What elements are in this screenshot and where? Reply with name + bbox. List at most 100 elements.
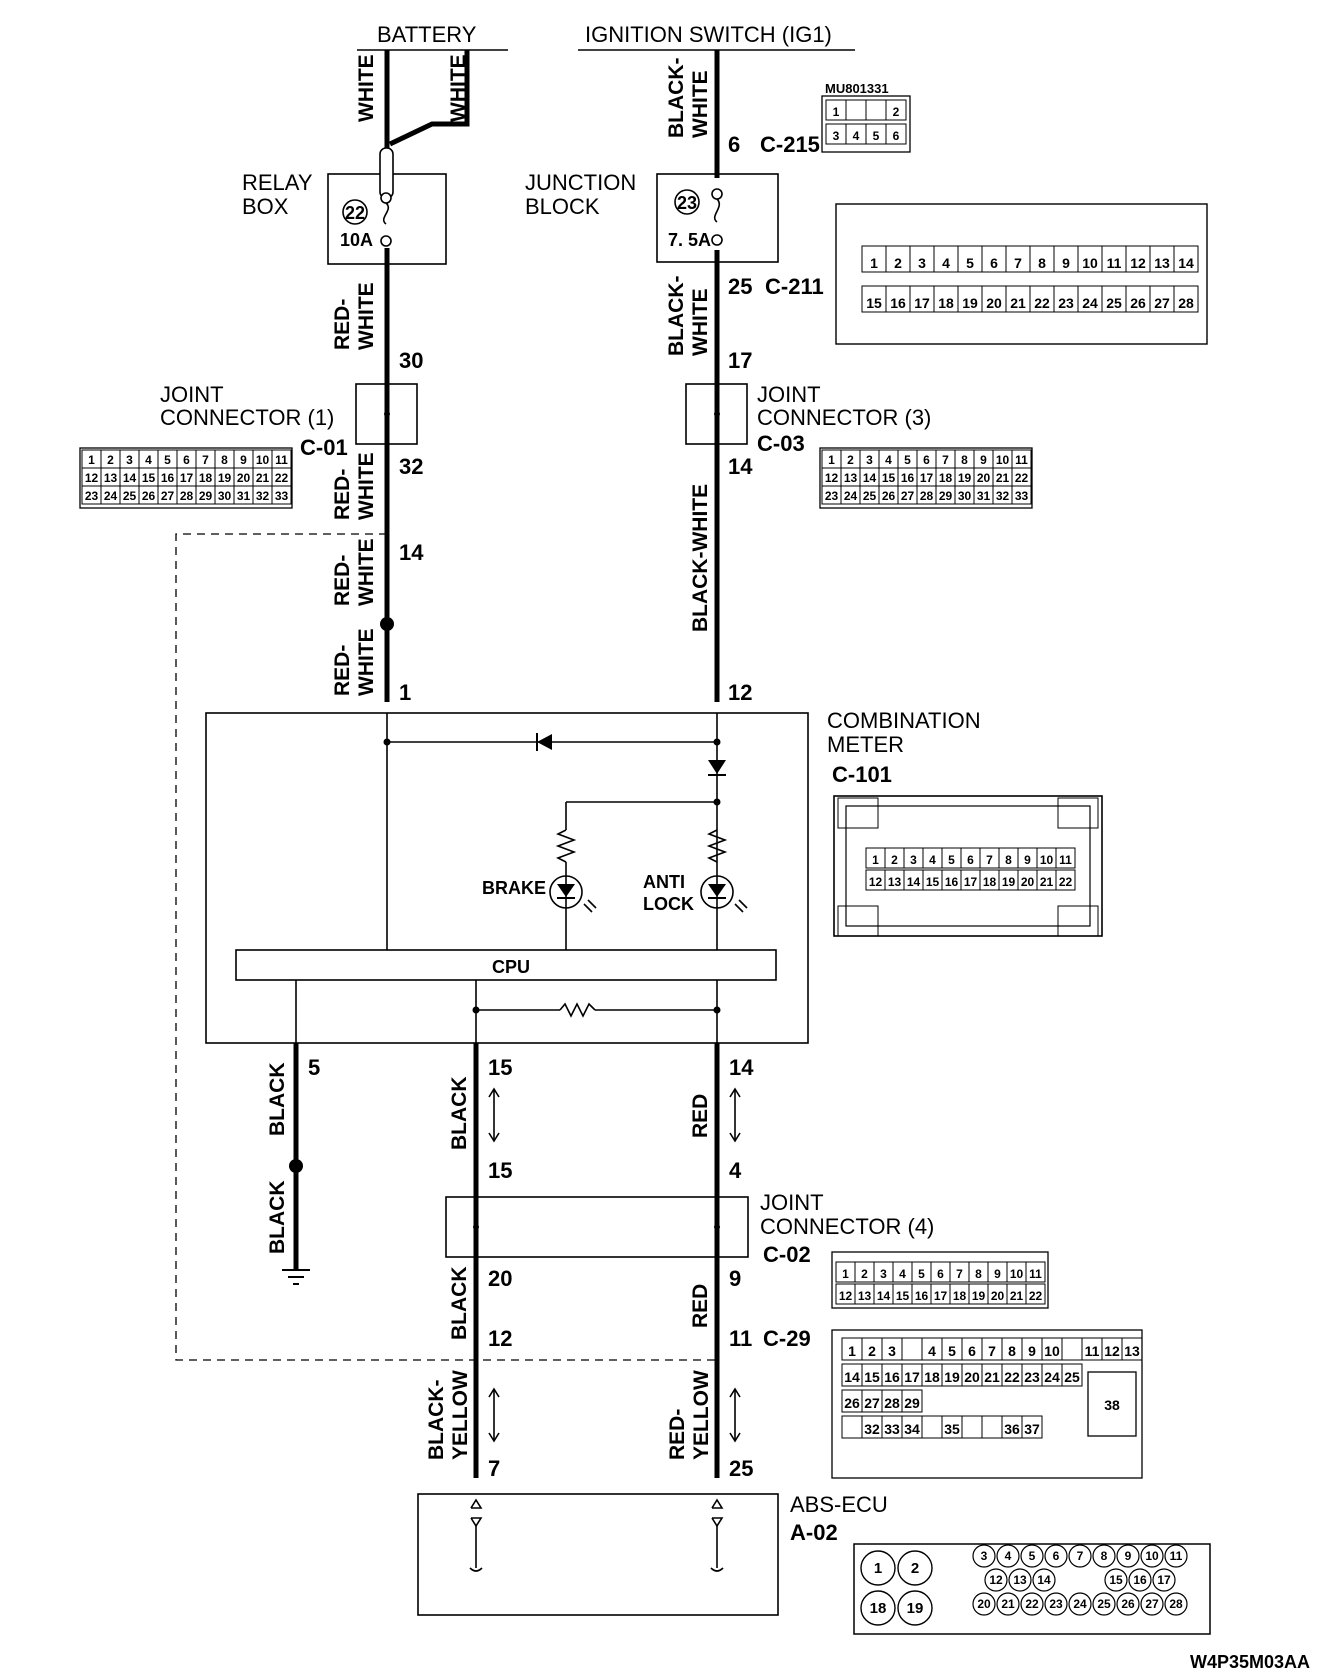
svg-text:9: 9 <box>1125 1549 1132 1563</box>
svg-text:27: 27 <box>901 489 915 503</box>
pin-jc4-4: 4 <box>729 1158 742 1183</box>
svg-text:35: 35 <box>944 1421 960 1437</box>
svg-text:3: 3 <box>880 1267 887 1281</box>
jc4-label-1: JOINT <box>760 1190 824 1215</box>
wire-color-white-2: WHITE <box>447 54 470 122</box>
svg-text:12: 12 <box>85 471 99 485</box>
svg-text:1: 1 <box>874 1560 882 1577</box>
svg-text:12: 12 <box>1130 255 1146 271</box>
svg-text:20: 20 <box>991 1289 1005 1303</box>
svg-text:14: 14 <box>123 471 137 485</box>
svg-text:18: 18 <box>870 1600 887 1617</box>
svg-text:5: 5 <box>948 853 955 867</box>
svg-text:19: 19 <box>907 1600 924 1617</box>
pin-c215-6: 6 <box>728 132 740 157</box>
svg-text:7: 7 <box>202 453 209 467</box>
svg-text:14: 14 <box>863 471 877 485</box>
svg-text:4: 4 <box>853 129 860 143</box>
diagram-code: W4P35M03AA <box>1190 1652 1310 1672</box>
svg-text:2: 2 <box>868 1343 876 1359</box>
svg-text:21: 21 <box>1001 1597 1015 1611</box>
svg-text:1: 1 <box>842 1267 849 1281</box>
svg-text:28: 28 <box>180 489 194 503</box>
pin-meter-15: 15 <box>488 1055 512 1080</box>
svg-text:30: 30 <box>218 489 232 503</box>
wire-color-red-yellow-a: RED- <box>666 1409 689 1460</box>
junction-fuse-rating: 7. 5A <box>668 230 711 250</box>
joint-connector-3-box <box>685 383 748 445</box>
joint-connector-4-box <box>445 1196 749 1258</box>
svg-text:32: 32 <box>864 1421 880 1437</box>
svg-text:11: 11 <box>1085 1343 1100 1359</box>
svg-text:15: 15 <box>926 875 940 889</box>
wire-color-red-white-1b: WHITE <box>355 282 378 350</box>
svg-text:4: 4 <box>145 453 152 467</box>
svg-text:23: 23 <box>1058 295 1074 311</box>
svg-text:14: 14 <box>1037 1573 1051 1587</box>
c215-code: C-215 <box>760 132 820 157</box>
svg-text:9: 9 <box>240 453 247 467</box>
svg-text:16: 16 <box>945 875 959 889</box>
svg-text:33: 33 <box>275 489 289 503</box>
svg-text:26: 26 <box>142 489 156 503</box>
svg-text:8: 8 <box>975 1267 982 1281</box>
svg-text:13: 13 <box>1124 1343 1140 1359</box>
svg-text:18: 18 <box>983 875 997 889</box>
svg-text:3: 3 <box>910 853 917 867</box>
svg-text:25: 25 <box>1097 1597 1111 1611</box>
svg-text:15: 15 <box>142 471 156 485</box>
svg-text:21: 21 <box>984 1369 1000 1385</box>
svg-text:33: 33 <box>884 1421 900 1437</box>
svg-text:26: 26 <box>1121 1597 1135 1611</box>
svg-text:19: 19 <box>1002 875 1016 889</box>
svg-text:11: 11 <box>1029 1267 1042 1281</box>
svg-text:1: 1 <box>870 255 878 271</box>
svg-text:17: 17 <box>964 875 978 889</box>
jc3-label-1: JOINT <box>757 382 821 407</box>
svg-text:8: 8 <box>1005 853 1012 867</box>
svg-text:2: 2 <box>847 453 854 467</box>
relay-box-label-1: RELAY <box>242 170 313 195</box>
svg-text:2: 2 <box>894 255 902 271</box>
svg-text:9: 9 <box>994 1267 1001 1281</box>
pin-c211-25: 25 <box>728 274 752 299</box>
wire-color-black-4: BLACK <box>448 1267 471 1341</box>
svg-text:24: 24 <box>1073 1597 1087 1611</box>
svg-text:12: 12 <box>1104 1343 1120 1359</box>
svg-text:2: 2 <box>107 453 114 467</box>
svg-text:13: 13 <box>858 1289 872 1303</box>
svg-text:18: 18 <box>953 1289 967 1303</box>
pin-jc4-20: 20 <box>488 1266 512 1291</box>
wire-color-black-white-2b: WHITE <box>689 288 712 356</box>
svg-text:4: 4 <box>928 1343 936 1359</box>
svg-text:8: 8 <box>221 453 228 467</box>
svg-text:18: 18 <box>939 471 953 485</box>
svg-text:24: 24 <box>1044 1369 1060 1385</box>
svg-text:24: 24 <box>844 489 858 503</box>
svg-text:2: 2 <box>893 105 900 119</box>
svg-text:23: 23 <box>1024 1369 1040 1385</box>
svg-text:14: 14 <box>907 875 921 889</box>
svg-text:27: 27 <box>1145 1597 1159 1611</box>
svg-text:27: 27 <box>864 1395 880 1411</box>
pin-meter-1: 1 <box>399 680 411 705</box>
wire-color-red-white-2b: WHITE <box>355 452 378 520</box>
svg-text:23: 23 <box>1049 1597 1063 1611</box>
combination-meter-code: C-101 <box>832 762 892 787</box>
c211-code: C-211 <box>765 274 824 299</box>
svg-text:15: 15 <box>864 1369 880 1385</box>
pin-left-14: 14 <box>399 540 424 565</box>
svg-text:21: 21 <box>1040 875 1054 889</box>
pin-abs-25: 25 <box>729 1456 753 1481</box>
svg-text:10: 10 <box>1010 1267 1024 1281</box>
svg-text:3: 3 <box>833 129 840 143</box>
svg-text:17: 17 <box>1157 1573 1171 1587</box>
fuse-23-symbol <box>711 188 723 246</box>
svg-text:13: 13 <box>888 875 902 889</box>
svg-text:9: 9 <box>980 453 987 467</box>
svg-text:17: 17 <box>180 471 194 485</box>
junction-block-label-2: BLOCK <box>525 194 600 219</box>
wire-color-white-1: WHITE <box>355 54 378 122</box>
svg-text:24: 24 <box>104 489 118 503</box>
